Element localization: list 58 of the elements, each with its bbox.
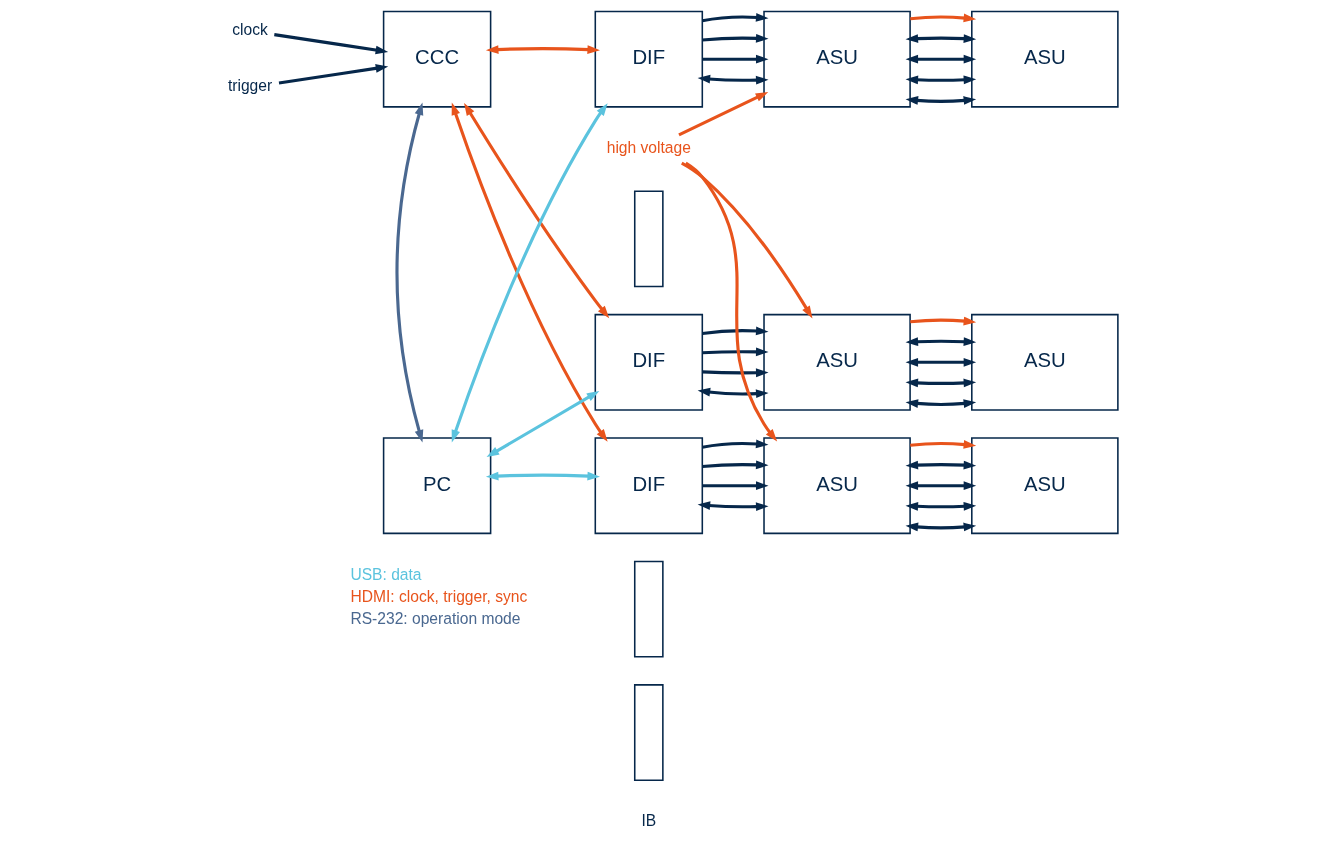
arrow: [905, 522, 976, 532]
arrow: [701, 439, 768, 449]
node-box: ASU: [970, 437, 1119, 535]
node-box: [633, 684, 664, 781]
node-box: ASU: [762, 437, 911, 535]
node-box: DIF: [594, 313, 703, 411]
node-box: DIF: [594, 437, 703, 535]
arrow: [701, 368, 768, 378]
arrow: [394, 102, 423, 443]
arrow: [697, 501, 769, 511]
arrow: [905, 96, 976, 105]
arrow: [909, 440, 976, 449]
arrow: [701, 13, 768, 23]
arrow: [463, 102, 609, 319]
arrow: [909, 13, 976, 23]
arrow: [677, 91, 768, 137]
legend-label: HDMI: clock, trigger, sync: [349, 588, 527, 606]
arrow: [905, 357, 976, 367]
node-box: DIF: [594, 10, 703, 108]
arrow: [905, 501, 976, 511]
node-text: clock: [231, 20, 268, 38]
arrow: [701, 33, 769, 43]
arrow: [485, 471, 600, 481]
arrow: [905, 481, 976, 491]
arrow: [905, 460, 976, 470]
arrow: [701, 481, 768, 491]
arrow: [278, 64, 388, 85]
arrow: [701, 460, 769, 470]
arrow: [905, 378, 976, 388]
arrow: [273, 33, 388, 55]
arrow: [909, 316, 976, 326]
node-text: high voltage: [606, 138, 691, 156]
node-box: ASU: [970, 10, 1119, 108]
arrow: [697, 387, 769, 399]
node-box: PC: [382, 437, 491, 535]
label: IB: [640, 812, 656, 830]
arrow: [486, 390, 599, 458]
arrow: [905, 399, 976, 408]
arrow: [680, 161, 812, 319]
arrow: [905, 75, 976, 85]
arrow: [905, 34, 976, 43]
node-box: ASU: [762, 10, 911, 108]
arrow: [485, 45, 600, 54]
legend-label: USB: data: [349, 566, 422, 584]
node-box: [633, 190, 664, 288]
arrow: [697, 74, 769, 85]
arrow: [684, 161, 777, 442]
legend-label: RS-232: operation mode: [349, 609, 520, 627]
arrow: [905, 337, 976, 347]
arrow: [701, 347, 768, 357]
node-text: trigger: [227, 77, 272, 95]
node-box: ASU: [970, 313, 1119, 411]
node-box: ASU: [762, 313, 911, 411]
arrow: [701, 326, 769, 336]
arrow: [701, 54, 769, 64]
arrow: [905, 54, 976, 64]
node-box: CCC: [382, 10, 491, 108]
node-box: [633, 560, 664, 658]
